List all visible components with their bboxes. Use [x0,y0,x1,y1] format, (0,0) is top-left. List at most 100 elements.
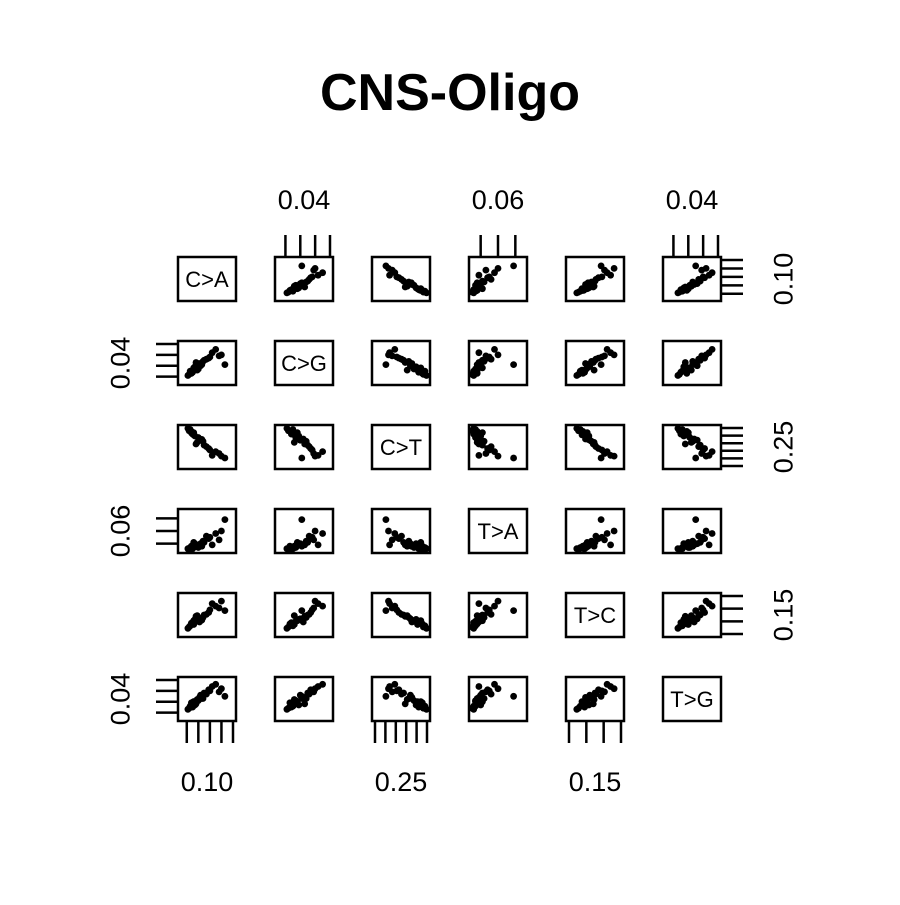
data-point [298,542,306,550]
data-point [304,277,312,285]
panel-frame [661,423,723,471]
data-point [408,616,415,624]
panel-frame [661,339,723,387]
data-point [689,279,697,287]
data-point [385,265,392,272]
data-point [485,606,493,614]
data-point [408,279,415,287]
data-point [298,616,306,624]
data-point [218,351,225,359]
panel-frame [273,675,335,723]
data-point [603,269,611,277]
data-point [475,271,483,279]
panel-2-2: C>T [370,423,432,471]
panel-5-3 [467,675,529,723]
data-point [699,353,707,361]
panel-5-4 [564,675,626,723]
data-point [607,541,614,549]
data-point [475,683,483,690]
data-point [584,361,592,368]
panel-frame [467,423,529,471]
panel-1-2 [370,339,432,387]
data-point [304,611,312,619]
left-axis-1: 0.04 [105,337,178,389]
data-point [485,273,493,281]
data-point [200,611,208,619]
data-point [597,262,605,270]
data-point [298,516,306,523]
panel-4-5 [661,591,723,639]
tick-label: 0.25 [375,767,428,797]
data-point [597,516,605,523]
bottom-axis-0: 0.10 [181,721,235,797]
data-point [393,273,401,281]
panel-frame [273,339,335,387]
data-point [400,689,407,697]
data-point [702,265,710,272]
data-point [314,541,322,549]
diagonal-label: T>A [478,519,519,544]
data-point [401,700,409,708]
panel-2-0 [176,423,238,471]
data-point [589,700,597,708]
data-point [494,597,502,605]
data-point [580,702,588,710]
tick-label: 0.04 [105,673,135,726]
bottom-axis-2: 0.25 [373,721,429,797]
data-point [708,448,716,455]
data-point [416,287,424,294]
data-point [479,277,486,285]
data-point [192,440,200,448]
data-point [689,542,697,550]
data-point [591,539,599,546]
tick-label: 0.15 [569,767,622,797]
data-point [188,619,195,627]
panel-3-3: T>A [467,507,529,555]
data-point [479,356,486,364]
data-point [699,606,707,614]
data-point [584,436,592,443]
data-point [584,695,592,702]
data-point [289,429,297,437]
panel-0-3 [467,255,529,303]
data-point [580,429,588,437]
panel-1-0 [176,339,238,387]
data-point [393,606,401,614]
panel-0-0: C>A [176,255,238,303]
data-point [603,346,611,353]
data-point [479,441,486,449]
data-point [391,680,399,688]
data-point [301,700,309,708]
panel-1-4 [564,339,626,387]
data-point [485,353,493,361]
data-point [692,262,700,270]
data-point [684,431,692,439]
tick-label: 0.06 [472,185,525,215]
data-point [188,702,195,710]
data-point [198,436,206,443]
data-point [308,606,316,614]
data-point [408,542,415,550]
data-point [702,452,710,460]
data-point [494,685,502,693]
data-point [200,441,208,449]
data-point [212,602,220,610]
data-point [699,533,707,541]
data-point [702,597,710,605]
panel-2-4 [564,423,626,471]
panel-0-2 [370,255,432,303]
panel-3-0 [176,507,238,555]
top-axis-3: 0.06 [472,185,525,257]
data-point [684,366,692,374]
panel-3-1 [273,507,335,555]
data-point [678,367,686,375]
data-point [610,452,618,460]
data-point [308,446,316,454]
tick-label: 0.10 [768,253,798,306]
panel-2-3 [467,423,529,471]
data-point [475,349,483,357]
data-point [580,287,588,294]
data-point [684,285,692,293]
